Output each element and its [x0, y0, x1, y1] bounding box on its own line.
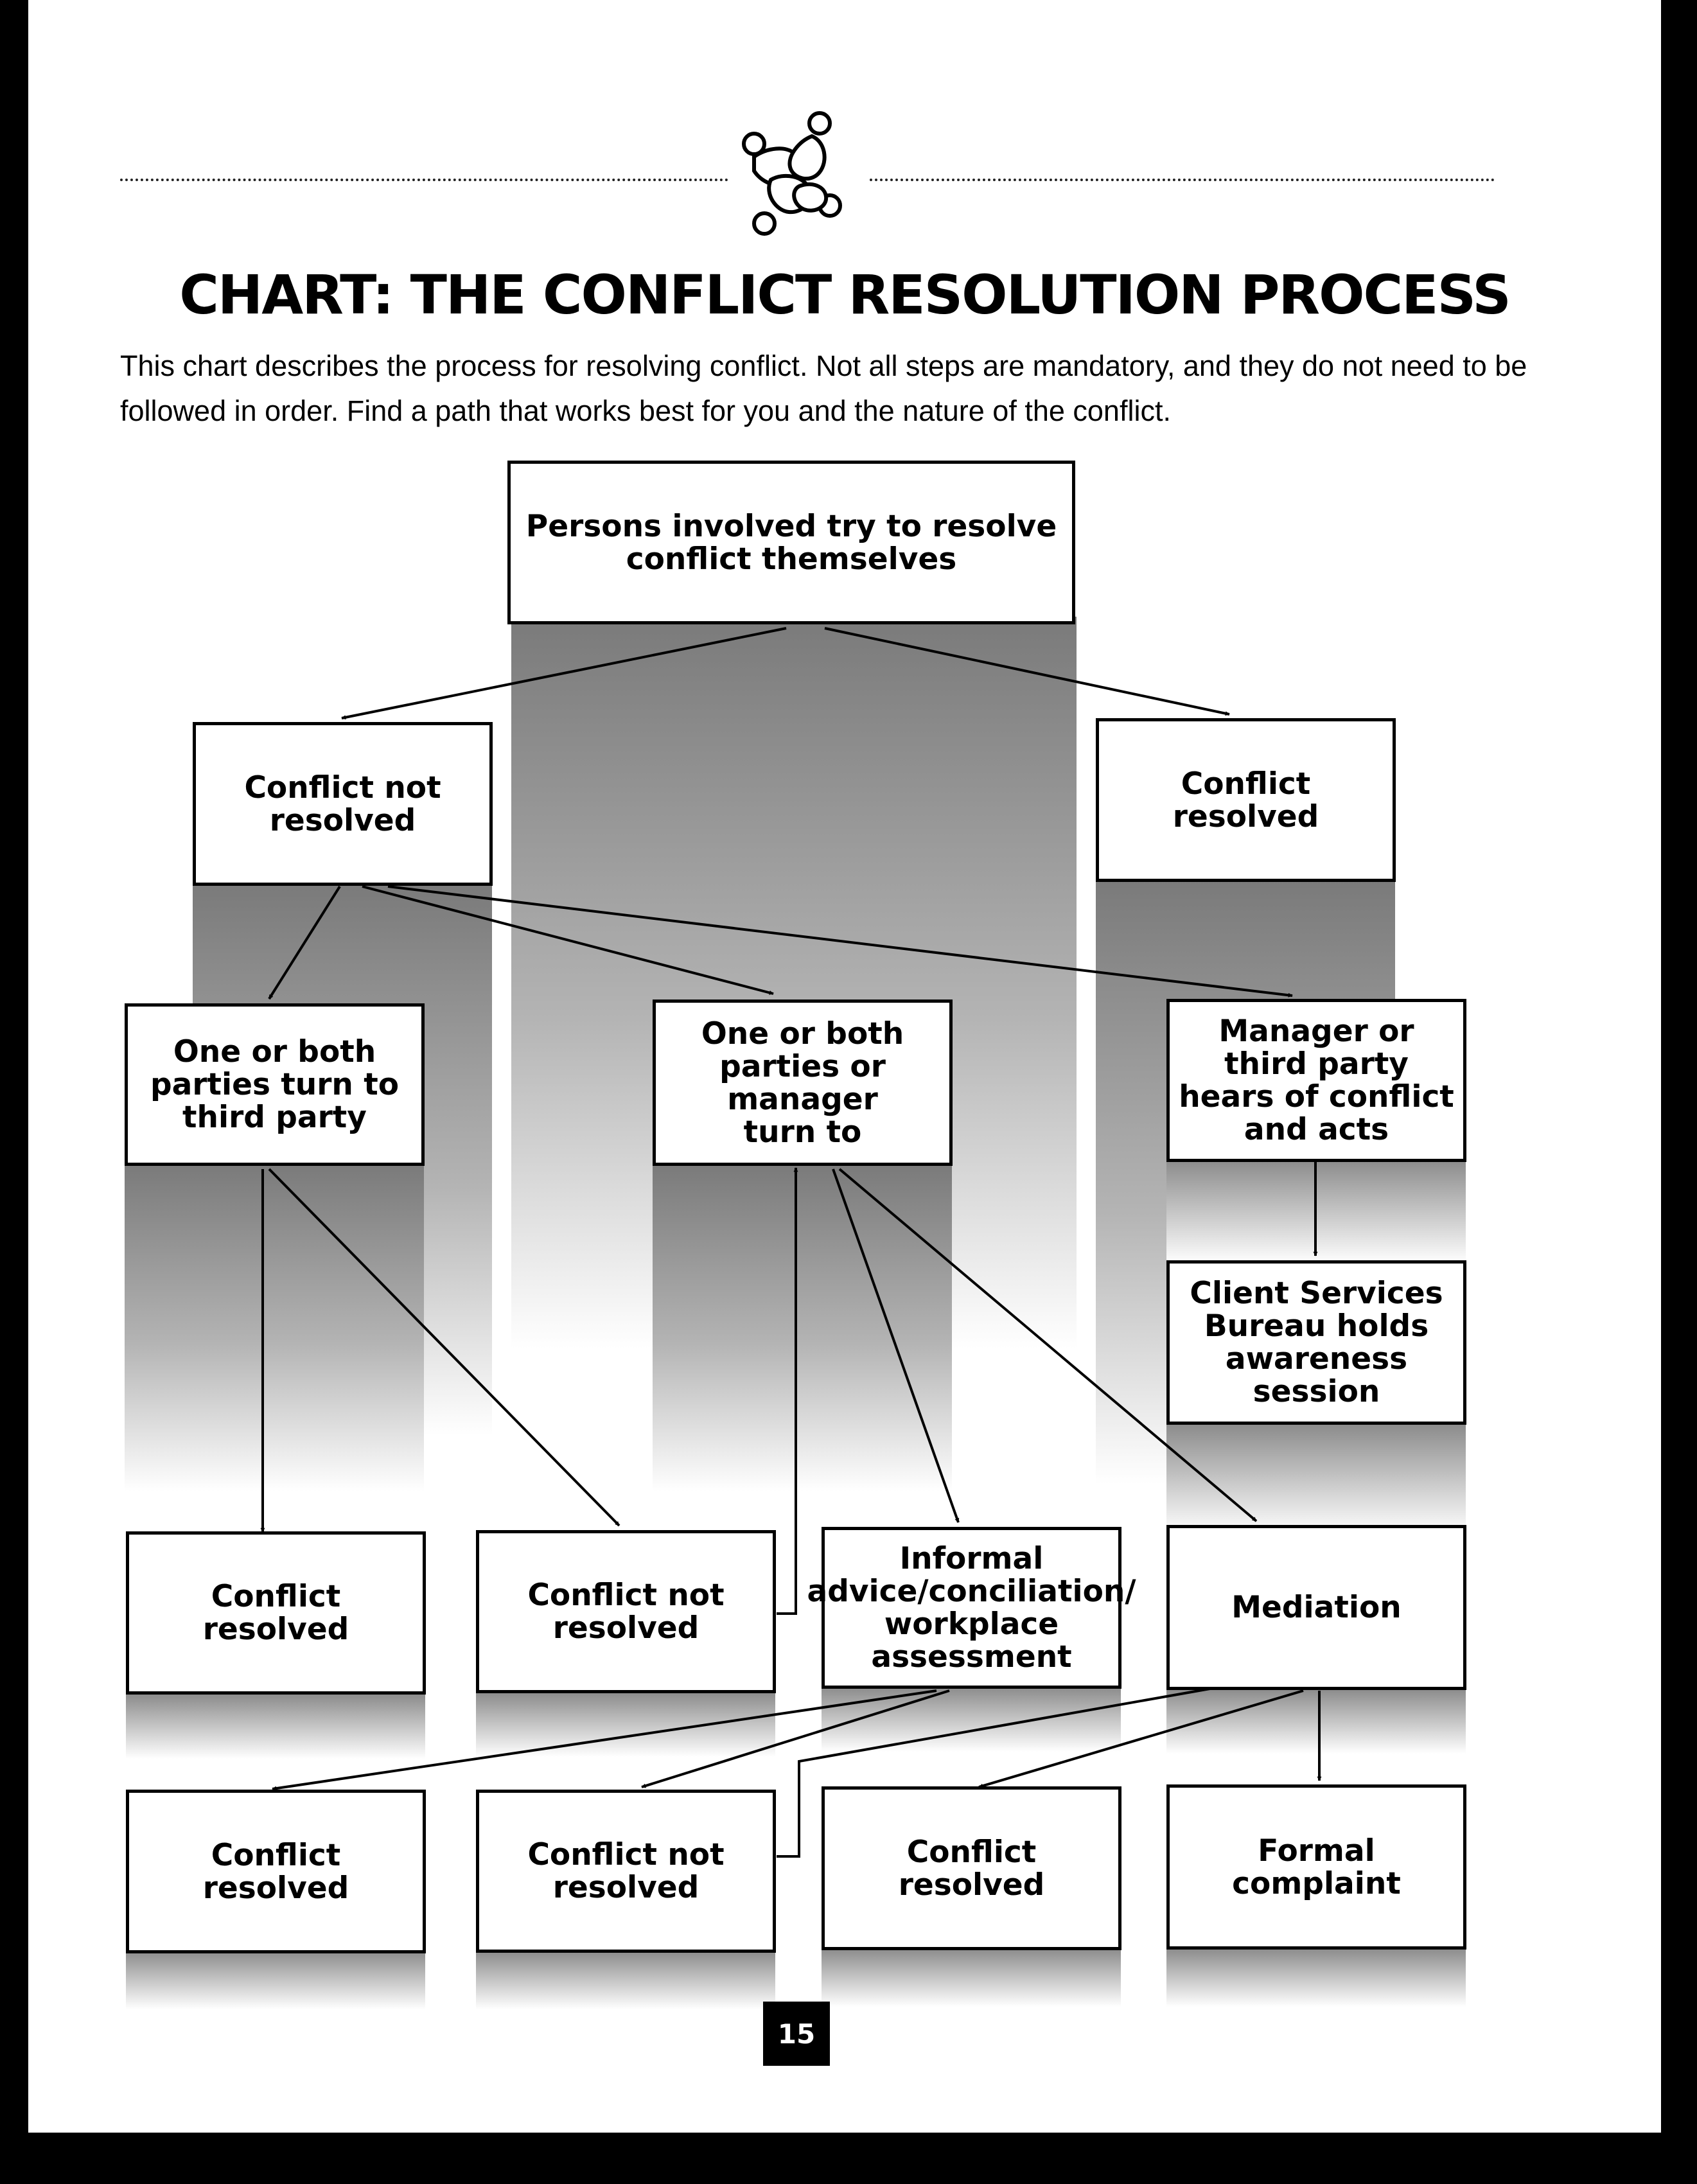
arrow-to-manager [387, 885, 1293, 998]
conflict-not-resolved-box-level1: Conflict not resolved [193, 722, 493, 886]
shadow-row3-a [126, 1695, 425, 1759]
shadow-row4-a [126, 1951, 425, 2009]
page-title: CHART: THE CONFLICT RESOLUTION PROCESS [179, 263, 1511, 326]
arrow-turn-to-mediation [838, 1168, 1258, 1522]
shadow-awareness [1166, 1425, 1466, 1534]
shadow-row4-b [476, 1951, 775, 2009]
arrow-loop-back-to-mediation [777, 1684, 1229, 1858]
arrow-start-to-not-resolved [341, 627, 787, 720]
mediation-label: Mediation [1231, 1590, 1402, 1625]
shadow-row3-d [1166, 1689, 1466, 1754]
arrow-start-to-resolved [824, 627, 1230, 716]
arrow-informal-to-not-resolved [641, 1689, 950, 1788]
conflict-resolved-label-level1: Conflict resolved [1172, 766, 1319, 834]
arrow-turn-to-informal [832, 1168, 960, 1523]
formal-complaint-label: Formal complaint [1232, 1833, 1401, 1901]
shadow-third-party [125, 1164, 424, 1492]
arrow-to-third-party [268, 885, 341, 1000]
conflict-not-resolved-label-level4: Conflict not resolved [527, 1837, 725, 1905]
interlocking-people-icon [742, 111, 842, 236]
turn-to-box: One or both parties or manager turn to [653, 1000, 953, 1166]
start-step-label: Persons involved try to resolve conflict… [525, 508, 1057, 577]
mediation-box: Mediation [1166, 1525, 1466, 1690]
conflict-resolved-box-level1: Conflict resolved [1096, 718, 1396, 882]
third-party-box: One or both parties turn to third party [125, 1003, 425, 1166]
dotted-divider-right [870, 179, 1495, 181]
conflict-not-resolved-label-level1: Conflict not resolved [244, 770, 441, 838]
formal-complaint-box: Formal complaint [1166, 1784, 1466, 1950]
conflict-not-resolved-label-level3: Conflict not resolved [527, 1578, 725, 1646]
arrow-to-turn-to [362, 885, 774, 995]
dotted-divider-left [120, 179, 728, 181]
conflict-resolved-label-level4-a: Conflict resolved [202, 1837, 349, 1906]
intro-text-line-2: followed in order. Find a path that work… [120, 394, 1171, 427]
conflict-resolved-box-level3: Conflict resolved [126, 1531, 426, 1695]
conflict-resolved-label-level4-b: Conflict resolved [898, 1834, 1045, 1903]
conflict-not-resolved-box-level3: Conflict not resolved [476, 1530, 776, 1693]
arrow-third-party-to-not-resolved [268, 1168, 620, 1527]
arrow-mediation-to-resolved [978, 1689, 1304, 1788]
shadow-row3-c [822, 1687, 1121, 1752]
turn-to-label: One or both parties or manager turn to [701, 1016, 904, 1150]
third-party-label: One or both parties turn to third party [150, 1034, 399, 1135]
page-number: 15 [763, 2002, 830, 2066]
shadow-row3-b [476, 1693, 775, 1757]
shadow-turn-to [653, 1164, 952, 1492]
informal-advice-label: Informal advice/conciliation/ workplace … [807, 1541, 1136, 1675]
manager-acts-label: Manager or third party hears of conflict… [1179, 1014, 1454, 1147]
manager-acts-box: Manager or third party hears of conflict… [1166, 999, 1466, 1162]
awareness-session-label: Client Services Bureau holds awareness s… [1190, 1276, 1443, 1409]
shadow-row4-c [822, 1949, 1121, 2007]
shadow-row4-d [1166, 1949, 1466, 2007]
arrow-loop-back-to-turn-to [777, 1167, 798, 1615]
start-step-box: Persons involved try to resolve conflict… [507, 461, 1075, 624]
intro-text-line-1: This chart describes the process for res… [120, 349, 1527, 382]
conflict-not-resolved-box-level4: Conflict not resolved [476, 1790, 776, 1953]
conflict-resolved-box-level4-b: Conflict resolved [822, 1786, 1121, 1950]
awareness-session-box: Client Services Bureau holds awareness s… [1166, 1260, 1466, 1425]
gradient-shadows [125, 617, 1466, 2009]
informal-advice-box: Informal advice/conciliation/ workplace … [807, 1527, 1136, 1689]
conflict-resolved-label-level3: Conflict resolved [202, 1579, 349, 1647]
arrow-informal-to-resolved [272, 1689, 937, 1791]
conflict-resolved-box-level4-a: Conflict resolved [126, 1790, 426, 1953]
flow-connectors [260, 627, 1322, 1858]
document-page: CHART: THE CONFLICT RESOLUTION PROCESS T… [28, 0, 1661, 2133]
